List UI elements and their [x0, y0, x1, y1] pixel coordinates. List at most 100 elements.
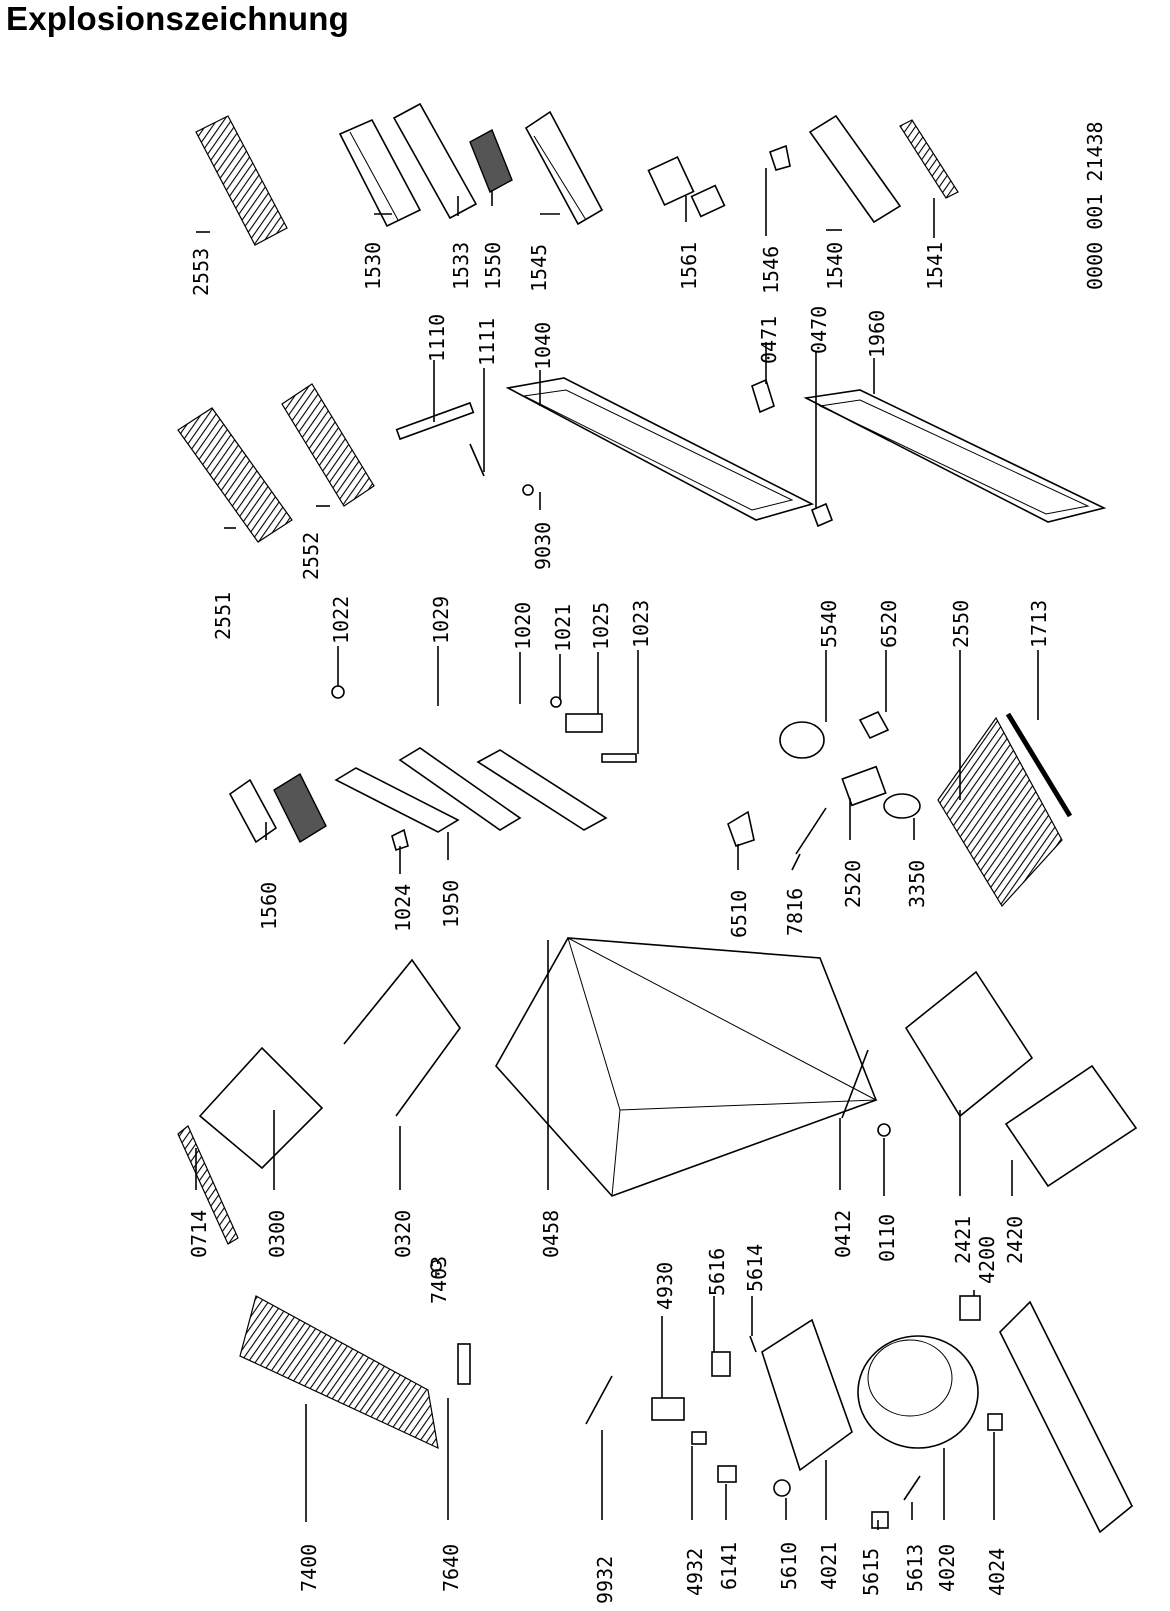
part-label: 0470 [807, 306, 831, 354]
part-3350-shape [883, 793, 921, 819]
part-label: 0110 [875, 1214, 899, 1262]
part-label: 1560 [257, 882, 281, 930]
part-label: 0412 [831, 1210, 855, 1258]
part-label: 6141 [717, 1542, 741, 1590]
part-1561-shape [647, 155, 695, 207]
part-label: 4024 [985, 1548, 1009, 1596]
strip-1713-shape [1005, 712, 1073, 818]
part-1029-shape [398, 747, 522, 831]
part-1024-shape [391, 828, 409, 852]
ice-tray-1560a-shape [228, 778, 278, 844]
part-label: 9030 [531, 522, 555, 570]
part-1110-shape [395, 401, 475, 441]
door-frame-1040-shape [505, 377, 815, 521]
part-4200-shape [959, 1295, 981, 1321]
door-shelf-1533-shape [392, 102, 478, 220]
part-label: 1040 [531, 322, 555, 370]
part-label: 6510 [727, 890, 751, 938]
part-label: 5616 [705, 1248, 729, 1296]
part-label: 2552 [299, 532, 323, 580]
part-1025-shape [565, 713, 603, 733]
part-label: 4020 [935, 1544, 959, 1592]
shelf-2551-shape [177, 407, 293, 543]
part-9030-shape [522, 484, 534, 496]
part-label: 1111 [475, 318, 499, 366]
part-label: 1530 [361, 242, 385, 290]
part-label: 5540 [817, 600, 841, 648]
part-label: 7403 [427, 1256, 451, 1304]
ice-tray-1560b-shape [273, 773, 327, 843]
part-label: 1540 [823, 242, 847, 290]
part-1021-shape [550, 696, 562, 708]
part-2520-shape [841, 765, 887, 807]
part-5615-shape [871, 1511, 889, 1529]
part-1023-shape [601, 753, 637, 763]
part-label: 4932 [683, 1548, 707, 1596]
part-label: 2551 [211, 592, 235, 640]
part-label: 7400 [297, 1544, 321, 1592]
part-label: 0458 [539, 1210, 563, 1258]
part-label: 1025 [589, 602, 613, 650]
part-5540-shape [779, 721, 825, 759]
part-0471-shape [751, 378, 775, 414]
part-7403-shape [430, 1260, 442, 1272]
part-label: 0320 [391, 1210, 415, 1258]
part-4930-shape [651, 1397, 685, 1421]
part-label: 5613 [903, 1544, 927, 1592]
door-frame-1960-shape [803, 389, 1107, 523]
part-label: 1545 [527, 244, 551, 292]
egg-tray-1550-shape [469, 129, 513, 193]
part-label: 2553 [189, 248, 213, 296]
compressor-4020-shape [857, 1335, 979, 1449]
part-label: 5614 [743, 1244, 767, 1292]
part-label: 5610 [777, 1542, 801, 1590]
part-4932-shape [691, 1431, 707, 1445]
part-1950-shape [334, 767, 460, 833]
leader-lines [195, 168, 1039, 1530]
cabinet-0458-shape [495, 937, 878, 1197]
part-5610-shape [773, 1479, 791, 1497]
part-label: 6520 [877, 600, 901, 648]
part-4024-shape [987, 1413, 1003, 1431]
part-label: 1561 [677, 242, 701, 290]
part-label: 1546 [759, 246, 783, 294]
part-4021-shape [761, 1318, 853, 1472]
part-label: 4200 [975, 1236, 999, 1284]
part-label: 9932 [593, 1556, 617, 1604]
shelf-2552-shape [281, 383, 375, 507]
part-1546-shape [768, 144, 791, 171]
part-label: 1960 [865, 310, 889, 358]
strip-1541-shape [899, 119, 959, 199]
part-label: 2421 [951, 1216, 975, 1264]
document-number: 0000 001 21438 [1083, 121, 1107, 290]
part-1022-shape [331, 685, 345, 699]
drawer-2421-shape [904, 970, 1034, 1118]
part-label: 2420 [1003, 1216, 1027, 1264]
part-0714-shape [177, 1125, 239, 1245]
part-label: 1950 [439, 880, 463, 928]
part-label: 1541 [923, 242, 947, 290]
evaporator-7400-shape [239, 1295, 439, 1450]
part-label: 1021 [551, 604, 575, 652]
part-5613-shape [903, 1475, 921, 1501]
part-label: 0300 [265, 1210, 289, 1258]
part-label: 1550 [481, 242, 505, 290]
part-7640-shape [457, 1343, 471, 1385]
part-6141-shape [717, 1465, 737, 1483]
part-label: 1023 [629, 600, 653, 648]
panel-0300-shape [198, 1046, 324, 1170]
shelf-2553-shape [195, 115, 288, 246]
page-title: Explosionszeichnung [6, 0, 350, 37]
shelf-2550-shape [937, 716, 1063, 907]
part-label: 1110 [425, 314, 449, 362]
frame-0320-shape [343, 958, 461, 1117]
part-1111-shape [469, 443, 485, 477]
part-6510-shape [727, 810, 755, 848]
part-label: 1029 [429, 596, 453, 644]
part-label: 3350 [905, 860, 929, 908]
part-label: 2550 [949, 600, 973, 648]
part-label: 7816 [783, 888, 807, 936]
part-label: 7640 [439, 1544, 463, 1592]
part-label: 2520 [841, 860, 865, 908]
